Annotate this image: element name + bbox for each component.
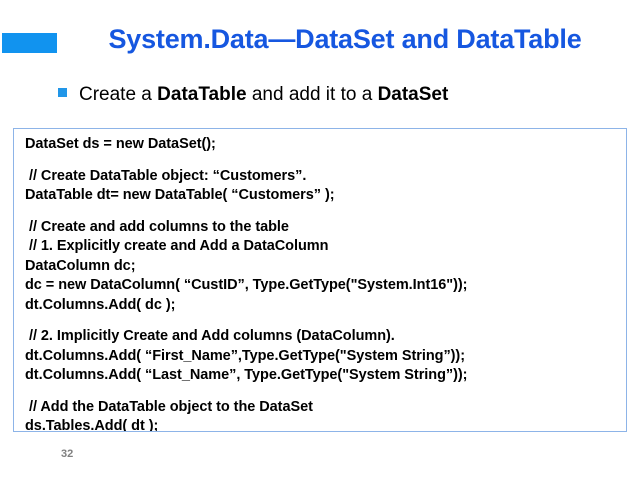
code-line-blank — [25, 386, 624, 398]
bullet-item-label: Create a DataTable and add it to a DataS… — [79, 84, 448, 106]
square-bullet-icon — [58, 88, 67, 97]
code-line: // Create DataTable object: “Customers”. — [25, 167, 307, 184]
code-snippet-lines: DataSet ds = new DataSet(); // Create Da… — [25, 135, 624, 432]
code-line: DataSet ds = new DataSet(); — [25, 136, 216, 152]
slide-title-row: System.Data—DataSet and DataTable — [0, 24, 638, 62]
slide-page-number: 32 — [61, 448, 74, 460]
code-line-blank — [25, 155, 624, 167]
bullet-text-run-1: DataTable — [157, 84, 247, 105]
code-line-blank — [25, 206, 624, 218]
code-snippet-box: DataSet ds = new DataSet(); // Create Da… — [13, 128, 627, 432]
code-line-blank — [25, 315, 624, 327]
page-title: System.Data—DataSet and DataTable — [108, 24, 582, 54]
bullet-text-run-2: and add it to a — [246, 84, 378, 105]
code-line: DataTable dt= new DataTable( “Customers”… — [25, 187, 335, 203]
code-line: ds.Tables.Add( dt ); — [25, 418, 159, 432]
code-line: dc = new DataColumn( “CustID”, Type.GetT… — [25, 277, 468, 293]
code-line: // Add the DataTable object to the DataS… — [25, 398, 313, 415]
code-line: // 2. Implicitly Create and Add columns … — [25, 328, 395, 344]
code-line: dt.Columns.Add( “First_Name”,Type.GetTyp… — [25, 347, 465, 364]
code-line: DataColumn dc; — [25, 257, 136, 274]
title-accent-rectangle — [2, 33, 57, 53]
code-line: // Create and add columns to the table — [25, 218, 289, 235]
bullet-list-item: Create a DataTable and add it to a DataS… — [58, 84, 448, 106]
bullet-text-run-0: Create a — [79, 84, 158, 105]
bullet-text-run-3: DataSet — [377, 84, 449, 105]
code-line: dt.Columns.Add( dc ); — [25, 296, 176, 313]
code-line: dt.Columns.Add( “Last_Name”, Type.GetTyp… — [25, 367, 468, 383]
code-line: // 1. Explicitly create and Add a DataCo… — [25, 238, 329, 254]
